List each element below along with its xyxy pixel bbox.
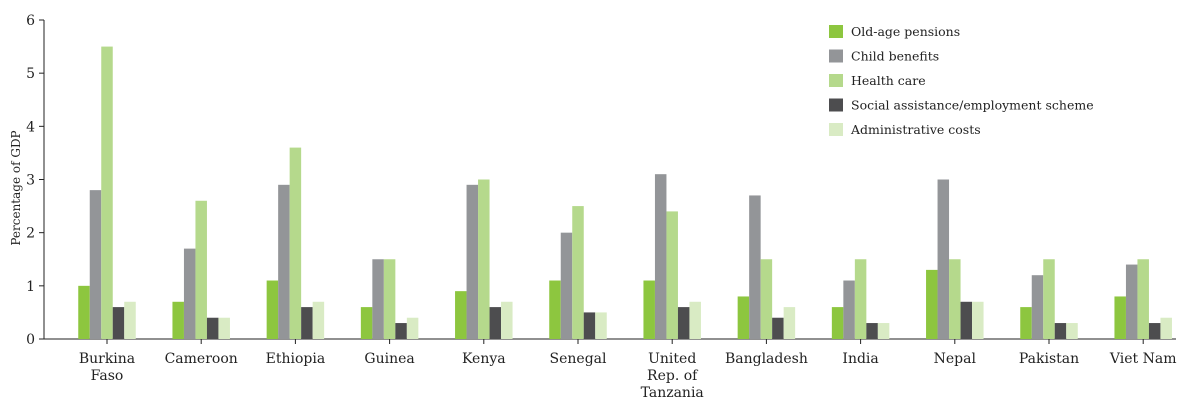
legend-label: Health care [851, 73, 926, 88]
bar [783, 307, 796, 339]
bar [549, 280, 561, 339]
bar [772, 317, 784, 339]
y-tick-label: 5 [26, 66, 35, 82]
bar [1160, 317, 1172, 339]
bar [1054, 323, 1067, 339]
bar [206, 317, 219, 339]
bar [101, 46, 113, 339]
bar [583, 312, 596, 339]
bar [749, 195, 761, 339]
x-tick-label: Bangladesh [725, 351, 808, 367]
legend-label: Child benefits [851, 49, 939, 64]
y-tick-label: 1 [26, 279, 35, 295]
bar [737, 296, 750, 339]
legend-swatch [829, 25, 843, 38]
y-tick-label: 3 [26, 173, 35, 189]
bar [124, 301, 136, 339]
bar [301, 307, 313, 339]
y-tick-label: 2 [26, 226, 35, 242]
legend-swatch [829, 49, 843, 63]
y-tick-label: 4 [26, 119, 35, 135]
bar [1137, 259, 1149, 339]
bar [360, 307, 373, 339]
bar [89, 190, 102, 339]
bar [395, 323, 407, 339]
x-tick-label: Viet Nam [1109, 351, 1177, 367]
legend-label: Administrative costs [850, 122, 981, 137]
bar [372, 259, 384, 339]
bar [1043, 259, 1055, 339]
bar [877, 323, 890, 339]
bar [195, 200, 207, 339]
y-axis: 0 1 2 3 4 5 6 [26, 13, 45, 348]
y-axis-label: Percentage of GDP [9, 130, 23, 245]
x-tick-label: Pakistan [1019, 351, 1079, 367]
x-tick-label: Kenya [462, 351, 506, 367]
bar [218, 317, 230, 339]
bar [572, 206, 584, 339]
bar [1114, 296, 1126, 339]
bar [949, 259, 961, 339]
bar [289, 147, 302, 339]
x-tick-label: Ethiopia [266, 351, 326, 367]
x-tick-label: India [842, 351, 878, 367]
bar [112, 307, 125, 339]
y-tick-label: 6 [26, 13, 35, 29]
legend-swatch [829, 74, 843, 87]
bar [312, 301, 325, 339]
x-tick-label: Cameroon [165, 351, 238, 367]
bar [937, 179, 950, 339]
bar [960, 301, 973, 339]
bar [478, 179, 490, 339]
bar [866, 323, 878, 339]
bar [643, 280, 655, 339]
x-tick-label: Nepal [934, 351, 977, 367]
bar [1066, 323, 1078, 339]
bar [760, 259, 773, 339]
bar [560, 232, 573, 339]
bar [78, 285, 90, 339]
bar [466, 184, 479, 339]
legend-label: Social assistance/employment scheme [851, 98, 1094, 113]
x-tick-label: Senegal [550, 351, 607, 367]
bar [278, 184, 290, 339]
bar [854, 259, 867, 339]
bar [831, 307, 844, 339]
bar [654, 174, 667, 339]
bar [972, 301, 984, 339]
bars [78, 46, 1172, 339]
bar [455, 291, 467, 339]
legend-label: Old-age pensions [851, 24, 960, 39]
bar [1125, 264, 1138, 339]
bar [172, 301, 184, 339]
bar [843, 280, 855, 339]
x-tick-label: Guinea [364, 351, 414, 367]
bar [183, 248, 196, 339]
x-axis [44, 338, 1176, 344]
bar [1031, 275, 1044, 339]
legend-swatch [829, 123, 843, 136]
bar [1020, 307, 1032, 339]
bar [666, 211, 678, 339]
y-tick-label: 0 [26, 332, 35, 348]
bar [406, 317, 419, 339]
bar [677, 307, 690, 339]
bar [383, 259, 396, 339]
bar [266, 280, 279, 339]
bar [595, 312, 607, 339]
legend-swatch [829, 98, 843, 112]
bar [501, 301, 513, 339]
bar [489, 307, 502, 339]
bar [1148, 323, 1161, 339]
bar [689, 301, 701, 339]
bar [926, 269, 938, 339]
